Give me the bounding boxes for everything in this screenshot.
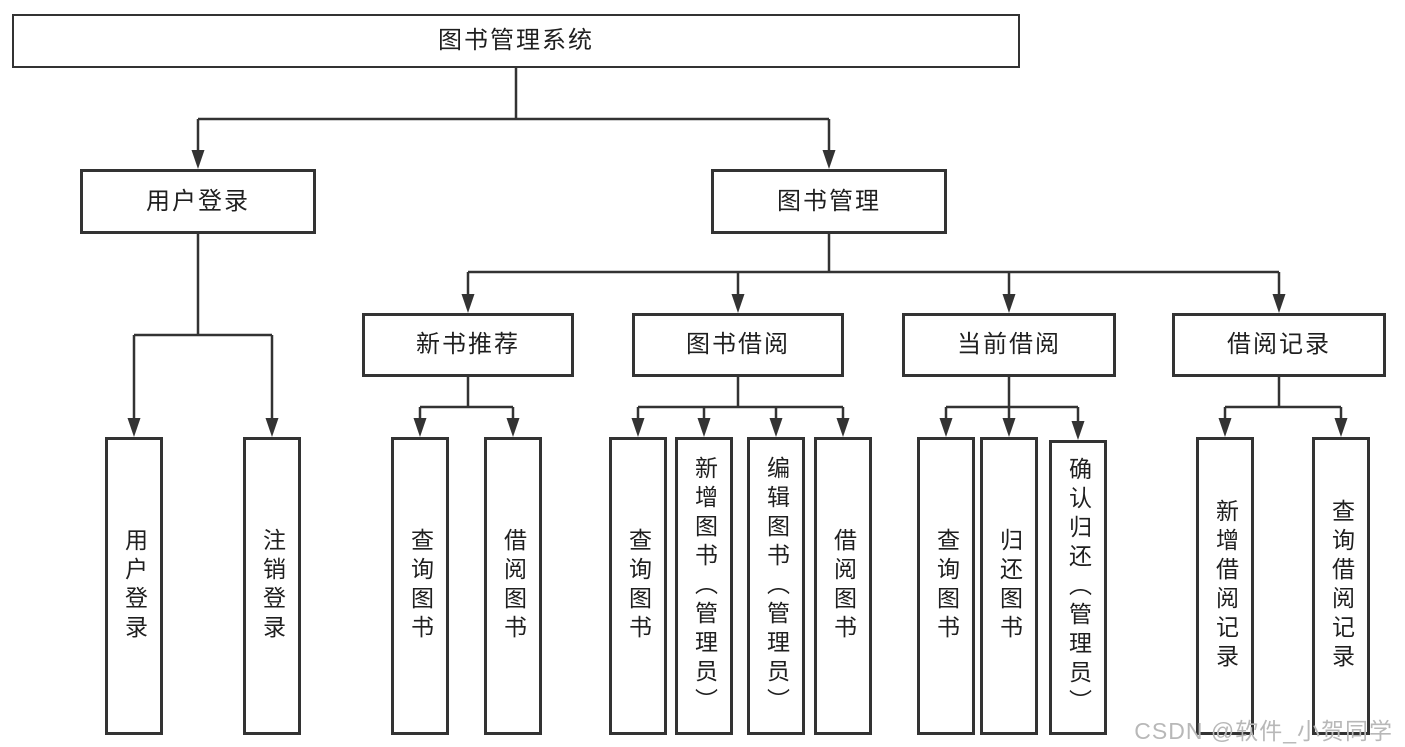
- arrowhead: [1071, 421, 1085, 440]
- leaf-query-books-borrowing-label: 查询图书: [625, 528, 652, 644]
- arrowhead: [836, 418, 850, 437]
- arrowhead: [265, 418, 279, 437]
- node-current-borrowing: 当前借阅: [902, 313, 1116, 377]
- leaf-return-books: 归还图书: [980, 437, 1038, 735]
- connector-borrowing-records-to-leaves: [1223, 377, 1343, 421]
- leaf-borrow-books-recommend-label: 借阅图书: [500, 528, 527, 644]
- arrowhead: [413, 418, 427, 437]
- node-borrowing-records-label: 借阅记录: [1227, 331, 1331, 358]
- leaf-query-books-current: 查询图书: [917, 437, 975, 735]
- leaf-borrow-books-borrowing-label: 借阅图书: [830, 528, 857, 644]
- leaf-edit-book-admin: 编辑图书（管理员）: [747, 437, 805, 735]
- leaf-add-borrow-record-label: 新增借阅记录: [1212, 499, 1239, 673]
- connector-user-login-to-leaves: [132, 234, 274, 421]
- arrowhead: [731, 294, 745, 313]
- arrowhead: [1002, 418, 1016, 437]
- leaf-return-books-label: 归还图书: [996, 528, 1023, 644]
- leaf-add-book-admin: 新增图书（管理员）: [675, 437, 733, 735]
- leaf-user-login: 用户登录: [105, 437, 163, 735]
- arrowhead: [631, 418, 645, 437]
- leaf-add-borrow-record: 新增借阅记录: [1196, 437, 1254, 735]
- leaf-query-books-recommend: 查询图书: [391, 437, 449, 735]
- node-book-borrowing: 图书借阅: [632, 313, 844, 377]
- leaf-edit-book-admin-label: 编辑图书（管理员）: [763, 455, 790, 717]
- connector-current-borrowing-to-leaves: [944, 377, 1080, 424]
- connector-root-to-level2: [196, 68, 831, 153]
- leaf-confirm-return-admin: 确认归还（管理员）: [1049, 440, 1107, 735]
- leaf-query-books-current-label: 查询图书: [933, 528, 960, 644]
- arrowhead: [127, 418, 141, 437]
- arrowhead: [697, 418, 711, 437]
- node-new-book-recommend: 新书推荐: [362, 313, 574, 377]
- leaf-confirm-return-admin-label: 确认归还（管理员）: [1065, 457, 1092, 718]
- node-book-management: 图书管理: [711, 169, 947, 234]
- node-root-system-label: 图书管理系统: [438, 27, 594, 54]
- leaf-logout-label: 注销登录: [259, 528, 286, 644]
- node-new-book-recommend-label: 新书推荐: [416, 331, 520, 358]
- connector-book-borrowing-to-leaves: [636, 377, 845, 421]
- node-borrowing-records: 借阅记录: [1172, 313, 1386, 377]
- leaf-add-book-admin-label: 新增图书（管理员）: [691, 455, 718, 717]
- node-user-login-branch-label: 用户登录: [146, 187, 250, 215]
- leaf-query-books-recommend-label: 查询图书: [407, 528, 434, 644]
- leaf-borrow-books-recommend: 借阅图书: [484, 437, 542, 735]
- arrowhead: [461, 294, 475, 313]
- arrowhead: [822, 150, 836, 169]
- arrowhead: [1272, 294, 1286, 313]
- connector-new-book-recommend-to-leaves: [418, 377, 515, 421]
- node-root-system: 图书管理系统: [12, 14, 1020, 68]
- arrowhead: [939, 418, 953, 437]
- node-book-management-label: 图书管理: [777, 187, 881, 215]
- arrowhead: [769, 418, 783, 437]
- arrowhead: [1334, 418, 1348, 437]
- leaf-query-borrow-record: 查询借阅记录: [1312, 437, 1370, 735]
- csdn-watermark: CSDN @软件_小贺同学: [1134, 718, 1393, 744]
- leaf-query-books-borrowing: 查询图书: [609, 437, 667, 735]
- connector-book-management-to-level3: [466, 234, 1281, 297]
- leaf-user-login-label: 用户登录: [121, 528, 148, 644]
- arrowhead: [1218, 418, 1232, 437]
- arrowhead: [1002, 294, 1016, 313]
- arrowhead: [506, 418, 520, 437]
- leaf-logout: 注销登录: [243, 437, 301, 735]
- node-current-borrowing-label: 当前借阅: [957, 331, 1061, 358]
- node-user-login-branch: 用户登录: [80, 169, 316, 234]
- leaf-borrow-books-borrowing: 借阅图书: [814, 437, 872, 735]
- leaf-query-borrow-record-label: 查询借阅记录: [1328, 499, 1355, 673]
- arrowhead: [191, 150, 205, 169]
- node-book-borrowing-label: 图书借阅: [686, 331, 790, 358]
